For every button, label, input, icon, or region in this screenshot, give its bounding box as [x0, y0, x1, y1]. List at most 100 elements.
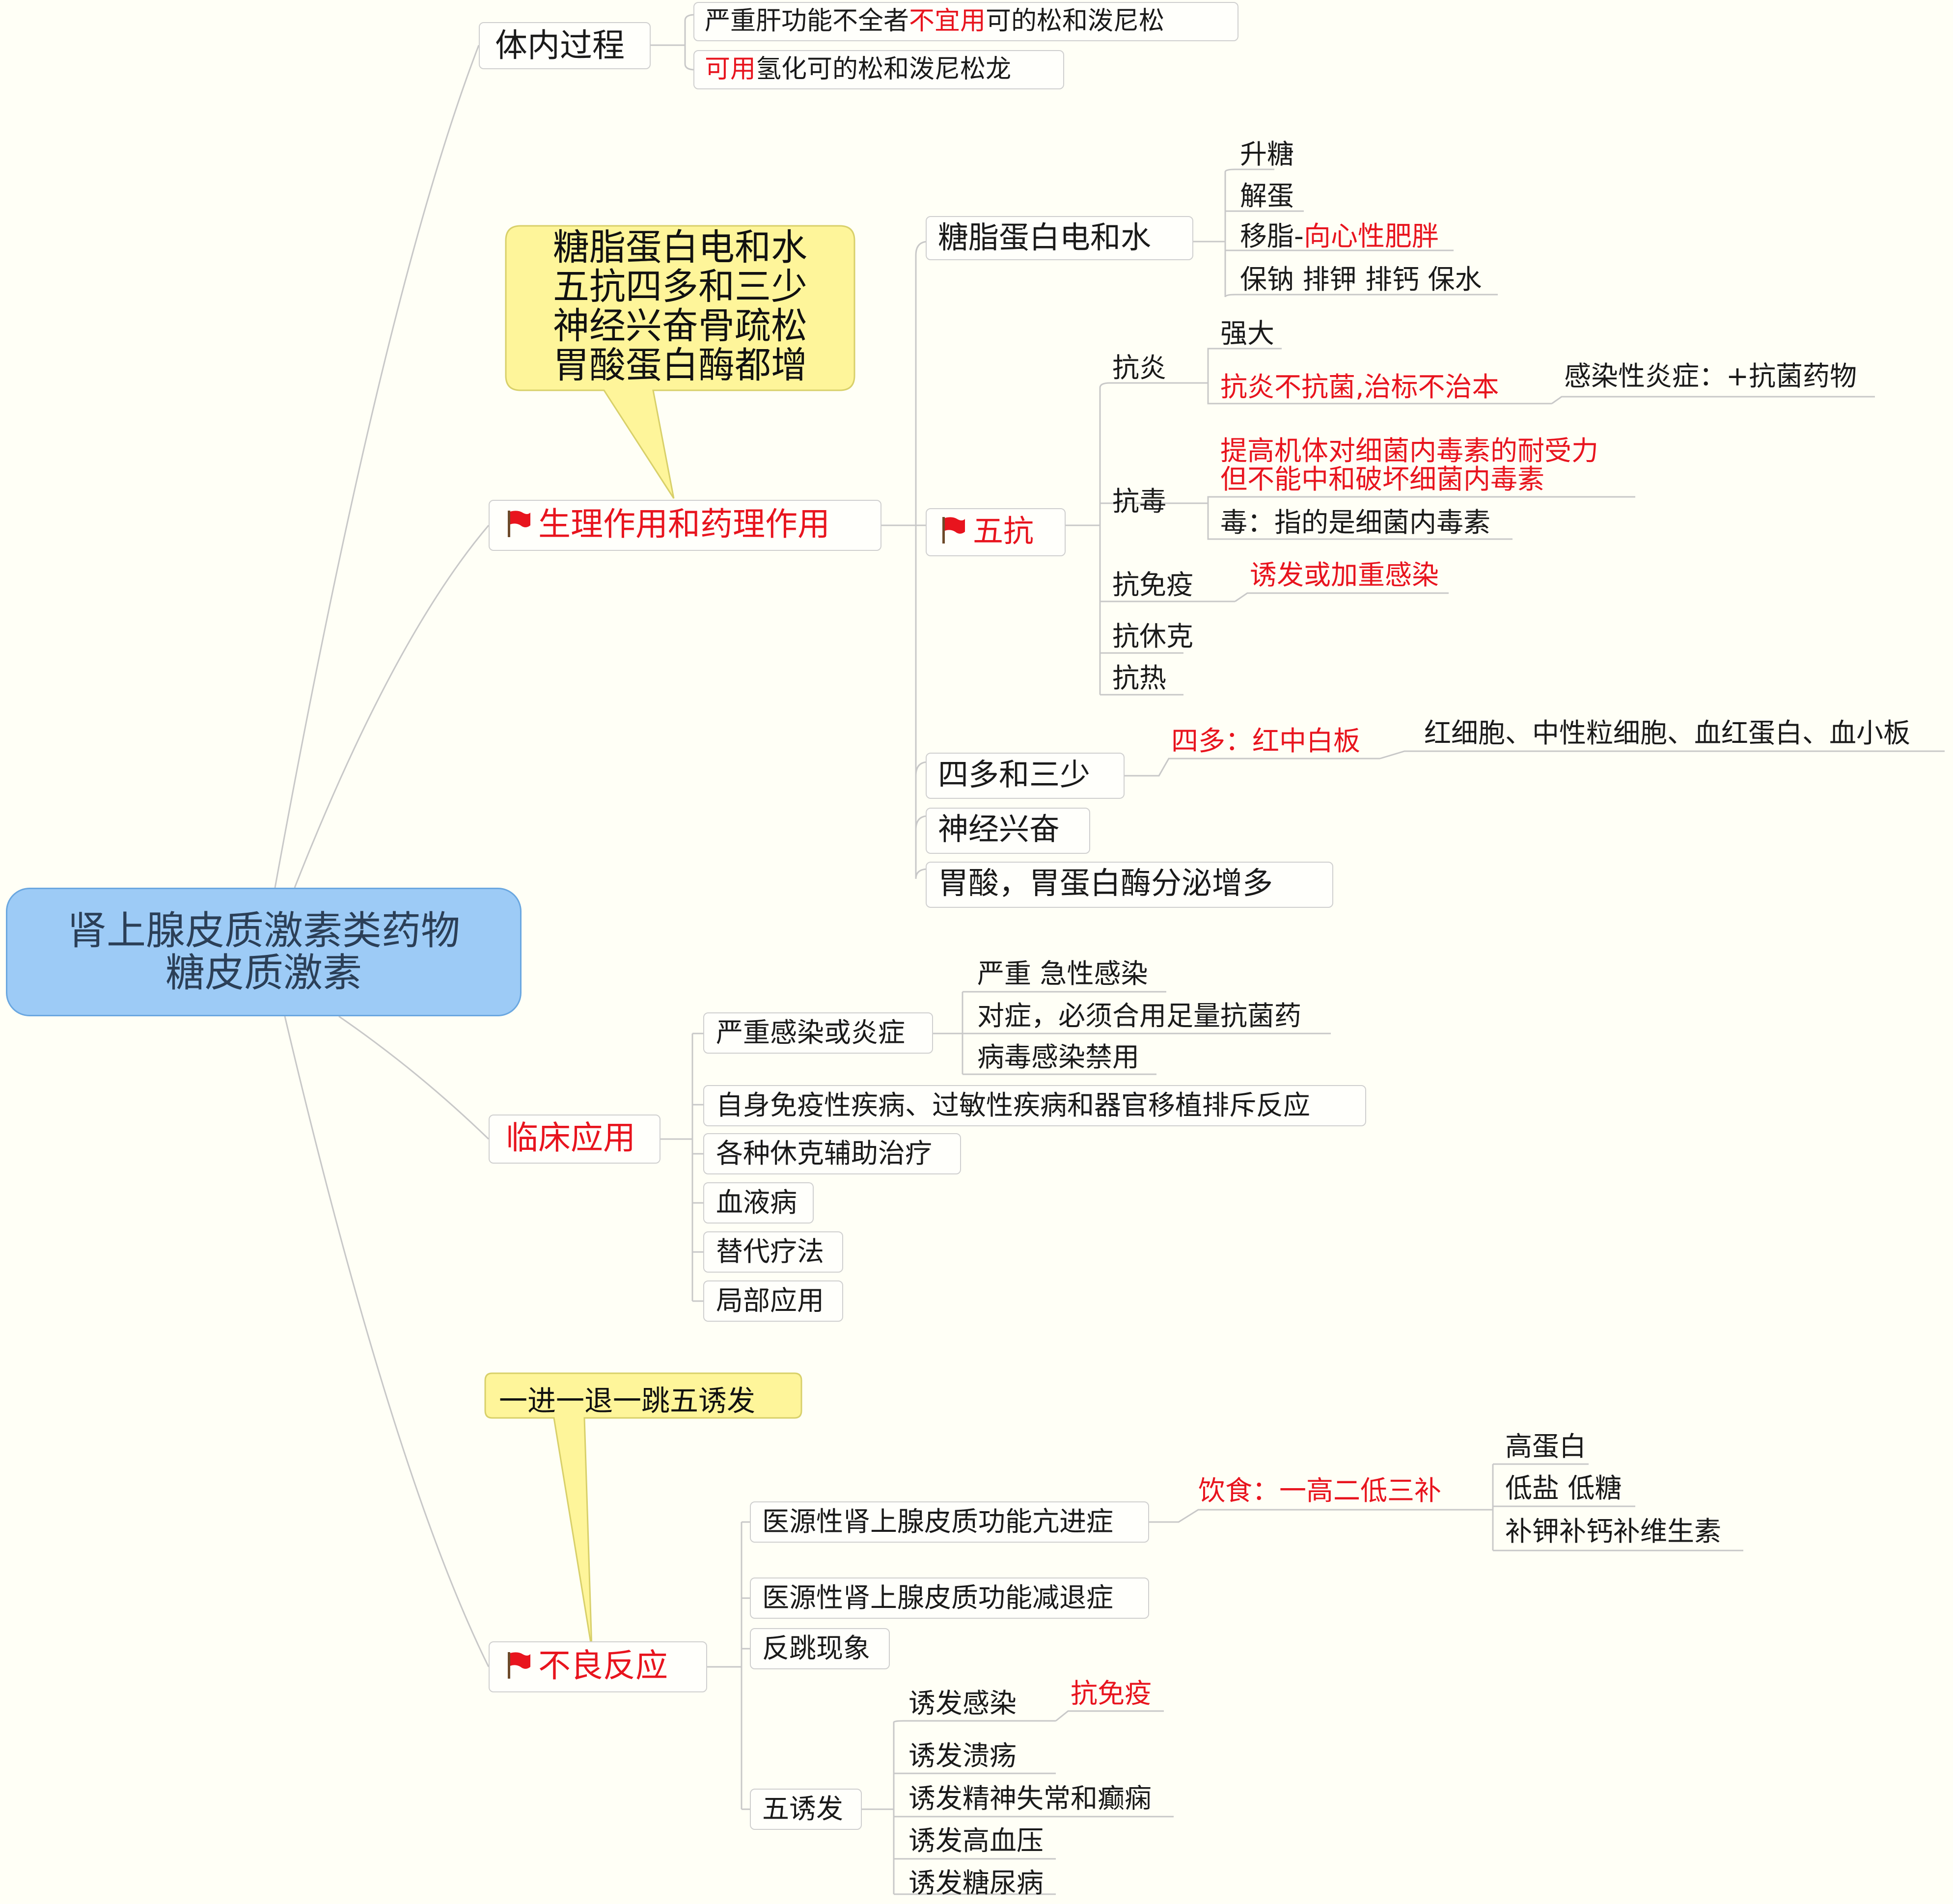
induce-item-1[interactable]: 诱发溃疡 — [908, 1740, 1017, 1771]
root-topic[interactable]: 肾上腺皮质激素类药物 糖皮质激素 — [6, 888, 522, 1016]
diet-item-3[interactable]: 补钾补钙补维生素 — [1505, 1516, 1722, 1547]
anti-toxin-red2[interactable]: 但不能中和破坏细菌内毒素 — [1220, 463, 1545, 495]
in-vivo-item1-box[interactable] — [693, 2, 1238, 41]
actions-title: 生理作用和药理作用 — [506, 506, 830, 543]
induce-item-3[interactable]: 诱发高血压 — [908, 1825, 1044, 1856]
anti-toxin-red1[interactable]: 提高机体对细菌内毒素的耐受力 — [1220, 435, 1599, 466]
severe-item-1[interactable]: 严重 急性感染 — [977, 958, 1148, 989]
anti-shock[interactable]: 抗休克 — [1112, 621, 1194, 652]
callout-bubble-1 — [505, 225, 855, 499]
anti-immune-red[interactable]: 诱发或加重感染 — [1250, 559, 1439, 591]
adverse-title: 不良反应 — [506, 1647, 668, 1685]
five-anti-box[interactable] — [926, 508, 1066, 556]
induce-item-2[interactable]: 诱发精神失常和癫痫 — [908, 1783, 1152, 1814]
red-flag-icon — [508, 1652, 530, 1679]
anti-heat[interactable]: 抗热 — [1112, 662, 1167, 694]
diet-item-1[interactable]: 高蛋白 — [1505, 1431, 1587, 1462]
link-root-in-vivo — [274, 45, 480, 888]
anti-toxin-note[interactable]: 毒：指的是细菌内毒素 — [1220, 507, 1491, 538]
clinical-item-3-box[interactable] — [703, 1182, 814, 1224]
induce-item-4[interactable]: 诱发糖尿病 — [908, 1867, 1044, 1899]
in-vivo-item2-post: 氢化可的松和泼尼松龙 — [756, 54, 1012, 84]
clinical-item-1-box[interactable] — [703, 1085, 1366, 1126]
callout1-text[interactable]: 糖脂蛋白电和水 五抗四多和三少 神经兴奋骨疏松 胃酸蛋白酶都增 — [506, 228, 854, 385]
in-vivo-item1-post: 可的松和泼尼松 — [986, 6, 1165, 36]
link-root-adverse — [284, 1016, 490, 1667]
actions-topic-box[interactable] — [489, 500, 881, 551]
in-vivo-item2: 可用氢化可的松和泼尼松龙 — [705, 54, 1012, 84]
hyper-title: 医源性肾上腺皮质功能亢进症 — [762, 1506, 1114, 1537]
diet-title[interactable]: 饮食：一高二低三补 — [1198, 1475, 1442, 1506]
fat-prefix: 移脂- — [1240, 220, 1304, 252]
five-anti-title-text: 五抗 — [973, 513, 1034, 549]
clinical-item-5: 局部应用 — [716, 1285, 825, 1316]
red-flag-icon — [942, 517, 965, 544]
link-root-clinical — [338, 1015, 490, 1140]
adverse-title-text: 不良反应 — [538, 1647, 668, 1685]
hyper-box[interactable] — [750, 1501, 1149, 1543]
hypo-box[interactable] — [750, 1578, 1149, 1619]
in-vivo-item2-box[interactable] — [693, 50, 1064, 89]
clinical-title: 临床应用 — [506, 1119, 635, 1157]
metabolism-item-water[interactable]: 保钠 排钾 排钙 保水 — [1240, 264, 1482, 295]
five-anti-title: 五抗 — [940, 514, 1034, 548]
rebound-title: 反跳现象 — [762, 1632, 871, 1664]
anti-inflam-title[interactable]: 抗炎 — [1112, 352, 1167, 383]
induce-infection-red[interactable]: 抗免疫 — [1071, 1678, 1152, 1709]
severe-item-2[interactable]: 对症，必须合用足量抗菌药 — [977, 1000, 1302, 1032]
four-more-red[interactable]: 四多：红中白板 — [1171, 725, 1361, 757]
anti-toxin-title[interactable]: 抗毒 — [1112, 486, 1167, 517]
callout-bubble-2 — [484, 1372, 802, 1649]
clinical-item-3: 血液病 — [716, 1187, 798, 1218]
metabolism-box[interactable] — [926, 216, 1193, 260]
red-flag-icon — [508, 511, 530, 537]
anti-inflam-infection[interactable]: 感染性炎症：+抗菌药物 — [1564, 360, 1857, 392]
in-vivo-item1-red: 不宜用 — [909, 6, 986, 36]
severe-box[interactable] — [703, 1012, 933, 1054]
clinical-item-5-box[interactable] — [703, 1280, 843, 1322]
callout2-text[interactable]: 一进一退一跳五诱发 — [499, 1384, 756, 1417]
metabolism-item-fat[interactable]: 移脂-向心性肥胖 — [1240, 220, 1439, 252]
gastric-title: 胃酸，胃蛋白酶分泌增多 — [938, 865, 1273, 901]
nerve-box[interactable] — [926, 808, 1090, 854]
callout1-line4: 胃酸蛋白酶都增 — [553, 344, 807, 386]
hypo-title: 医源性肾上腺皮质功能减退症 — [762, 1582, 1114, 1613]
callout1-line3: 神经兴奋骨疏松 — [553, 304, 807, 347]
actions-title-text: 生理作用和药理作用 — [538, 505, 830, 543]
fat-red: 向心性肥胖 — [1303, 220, 1439, 252]
clinical-item-4-box[interactable] — [703, 1231, 843, 1273]
in-vivo-item1-pre: 严重肝功能不全者 — [705, 6, 909, 36]
metabolism-title: 糖脂蛋白电和水 — [938, 219, 1152, 255]
severe-title: 严重感染或炎症 — [716, 1017, 906, 1048]
callout1-line1: 糖脂蛋白电和水 — [553, 226, 807, 269]
root-title-line2: 糖皮质激素 — [165, 950, 362, 996]
gastric-box[interactable] — [926, 862, 1333, 908]
in-vivo-title: 体内过程 — [495, 27, 625, 64]
anti-inflam-strong[interactable]: 强大 — [1220, 318, 1275, 349]
clinical-item-2: 各种休克辅助治疗 — [716, 1138, 933, 1169]
five-induce-box[interactable] — [750, 1789, 862, 1830]
clinical-item-2-box[interactable] — [703, 1133, 961, 1174]
four-more-detail[interactable]: 红细胞、中性粒细胞、血红蛋白、血小板 — [1424, 717, 1911, 749]
link-root-actions — [294, 525, 490, 888]
in-vivo-topic-box[interactable] — [479, 22, 651, 69]
nerve-title: 神经兴奋 — [938, 811, 1060, 847]
induce-infection[interactable]: 诱发感染 — [908, 1687, 1017, 1719]
callout1-line2: 五抗四多和三少 — [553, 265, 807, 308]
metabolism-item-protein[interactable]: 解蛋 — [1240, 180, 1294, 212]
rebound-box[interactable] — [750, 1628, 890, 1669]
in-vivo-item2-red: 可用 — [705, 54, 756, 84]
severe-item-3[interactable]: 病毒感染禁用 — [977, 1041, 1140, 1073]
four-more-box[interactable] — [926, 753, 1125, 799]
in-vivo-item1: 严重肝功能不全者不宜用可的松和泼尼松 — [705, 6, 1165, 36]
anti-immune-title[interactable]: 抗免疫 — [1112, 569, 1194, 600]
metabolism-item-sugar[interactable]: 升糖 — [1240, 138, 1294, 170]
clinical-item-1: 自身免疫性疾病、过敏性疾病和器官移植排斥反应 — [716, 1089, 1311, 1121]
four-more-title: 四多和三少 — [938, 757, 1091, 792]
root-title-line1: 肾上腺皮质激素类药物 — [67, 907, 460, 953]
diet-item-2[interactable]: 低盐 低糖 — [1505, 1472, 1622, 1504]
five-induce-title: 五诱发 — [762, 1793, 844, 1824]
clinical-topic-box[interactable] — [489, 1115, 660, 1164]
anti-inflam-red[interactable]: 抗炎不抗菌,治标不治本 — [1220, 371, 1499, 403]
